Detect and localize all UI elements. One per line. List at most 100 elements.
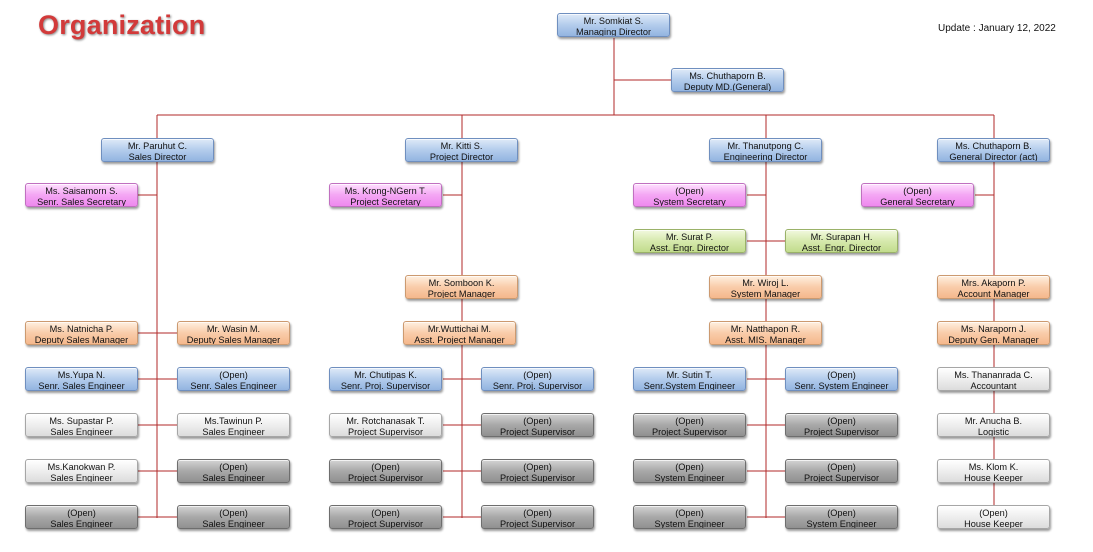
box-project-supervisor-4[interactable]: (Open)Project Supervisor bbox=[481, 459, 594, 483]
box-asst-project-manager[interactable]: Mr.Wuttichai M.Asst. Project Manager bbox=[403, 321, 516, 345]
box-sales-engineer-4[interactable]: (Open)Sales Engineer bbox=[177, 459, 290, 483]
person-name: (Open) bbox=[219, 462, 248, 472]
person-name: Mrs. Akaporn P. bbox=[961, 278, 1026, 288]
box-asst-engr-director-2[interactable]: Mr. Surapan H.Asst. Engr. Director bbox=[785, 229, 898, 253]
box-general-secretary[interactable]: (Open)General Secretary bbox=[861, 183, 974, 207]
person-name: Mr. Thanutpong C. bbox=[727, 141, 804, 151]
box-deputy-sales-manager-2[interactable]: Mr. Wasin M.Deputy Sales Manager bbox=[177, 321, 290, 345]
position-title: Sales Engineer bbox=[202, 518, 265, 529]
position-title: Account Manager bbox=[957, 288, 1030, 299]
position-title: Sales Engineer bbox=[50, 472, 113, 483]
box-sales-engineer-3[interactable]: Ms.Kanokwan P.Sales Engineer bbox=[25, 459, 138, 483]
person-name: Ms. Chuthaporn B. bbox=[689, 71, 766, 81]
box-senr-proj-supervisor-2[interactable]: (Open)Senr. Proj. Supervisor bbox=[481, 367, 594, 391]
person-name: Ms. Saisamorn S. bbox=[45, 186, 118, 196]
box-account-manager[interactable]: Mrs. Akaporn P.Account Manager bbox=[937, 275, 1050, 299]
box-project-supervisor-1[interactable]: Mr. Rotchanasak T.Project Supervisor bbox=[329, 413, 442, 437]
box-sales-engineer-2[interactable]: Ms.Tawinun P.Sales Engineer bbox=[177, 413, 290, 437]
box-system-engineer-3[interactable]: (Open)System Engineer bbox=[785, 505, 898, 529]
box-system-manager[interactable]: Mr. Wiroj L.System Manager bbox=[709, 275, 822, 299]
box-project-manager[interactable]: Mr. Somboon K.Project Manager bbox=[405, 275, 518, 299]
update-date: Update : January 12, 2022 bbox=[938, 23, 1056, 34]
box-logistic[interactable]: Mr. Anucha B.Logistic bbox=[937, 413, 1050, 437]
position-title: Asst. MIS. Manager bbox=[725, 334, 806, 345]
person-name: Ms. Chuthaporn B. bbox=[955, 141, 1032, 151]
position-title: Deputy Gen. Manager bbox=[948, 334, 1039, 345]
person-name: Ms. Naraporn J. bbox=[960, 324, 1027, 334]
box-project-director[interactable]: Mr. Kitti S.Project Director bbox=[405, 138, 518, 162]
box-general-director[interactable]: Ms. Chuthaporn B.General Director (act) bbox=[937, 138, 1050, 162]
box-eng-project-supervisor-2[interactable]: (Open)Project Supervisor bbox=[785, 413, 898, 437]
person-name: Mr.Wuttichai M. bbox=[427, 324, 492, 334]
box-sales-secretary[interactable]: Ms. Saisamorn S.Senr. Sales Secretary bbox=[25, 183, 138, 207]
box-senr-system-engineer-2[interactable]: (Open)Senr. System Engineer bbox=[785, 367, 898, 391]
position-title: Project Secretary bbox=[350, 196, 421, 207]
box-sales-engineer-5[interactable]: (Open)Sales Engineer bbox=[25, 505, 138, 529]
person-name: Ms. Klom K. bbox=[968, 462, 1019, 472]
box-project-supervisor-5[interactable]: (Open)Project Supervisor bbox=[329, 505, 442, 529]
position-title: Asst. Project Manager bbox=[414, 334, 505, 345]
position-title: Logistic bbox=[977, 426, 1010, 437]
position-title: System Manager bbox=[730, 288, 801, 299]
position-title: General Director (act) bbox=[949, 151, 1038, 162]
box-system-secretary[interactable]: (Open)System Secretary bbox=[633, 183, 746, 207]
person-name: Mr. Paruhut C. bbox=[127, 141, 188, 151]
position-title: Project Manager bbox=[427, 288, 496, 299]
box-deputy-gen-manager[interactable]: Ms. Naraporn J.Deputy Gen. Manager bbox=[937, 321, 1050, 345]
person-name: Ms. Natnicha P. bbox=[49, 324, 114, 334]
person-name: Mr. Surat P. bbox=[665, 232, 714, 242]
person-name: Ms.Kanokwan P. bbox=[47, 462, 116, 472]
person-name: (Open) bbox=[67, 508, 96, 518]
box-asst-mis-manager[interactable]: Mr. Natthapon R.Asst. MIS. Manager bbox=[709, 321, 822, 345]
position-title: Deputy Sales Manager bbox=[34, 334, 129, 345]
position-title: Accountant bbox=[970, 380, 1017, 391]
box-house-keeper-1[interactable]: Ms. Klom K.House Keeper bbox=[937, 459, 1050, 483]
person-name: (Open) bbox=[827, 462, 856, 472]
box-senr-proj-supervisor-1[interactable]: Mr. Chutipas K.Senr. Proj. Supervisor bbox=[329, 367, 442, 391]
person-name: Mr. Wiroj L. bbox=[742, 278, 789, 288]
position-title: Senr. Sales Engineer bbox=[38, 380, 125, 391]
position-title: Sales Director bbox=[128, 151, 187, 162]
box-house-keeper-2[interactable]: (Open)House Keeper bbox=[937, 505, 1050, 529]
position-title: Project Director bbox=[429, 151, 494, 162]
box-project-secretary[interactable]: Ms. Krong-NGern T.Project Secretary bbox=[329, 183, 442, 207]
person-name: Mr. Somkiat S. bbox=[583, 16, 644, 26]
box-senr-system-engineer-1[interactable]: Mr. Sutin T.Senr.System Engineer bbox=[633, 367, 746, 391]
box-sales-engineer-6[interactable]: (Open)Sales Engineer bbox=[177, 505, 290, 529]
position-title: Project Supervisor bbox=[651, 426, 728, 437]
box-accountant[interactable]: Ms. Thananrada C.Accountant bbox=[937, 367, 1050, 391]
box-project-supervisor-6[interactable]: (Open)Project Supervisor bbox=[481, 505, 594, 529]
person-name: Ms.Tawinun P. bbox=[204, 416, 263, 426]
box-deputy-sales-manager-1[interactable]: Ms. Natnicha P.Deputy Sales Manager bbox=[25, 321, 138, 345]
box-deputy-md[interactable]: Ms. Chuthaporn B.Deputy MD.(General) bbox=[671, 68, 784, 92]
position-title: System Engineer bbox=[806, 518, 877, 529]
box-engineering-director[interactable]: Mr. Thanutpong C.Engineering Director bbox=[709, 138, 822, 162]
person-name: (Open) bbox=[827, 370, 856, 380]
box-senr-sales-engineer-2[interactable]: (Open)Senr. Sales Engineer bbox=[177, 367, 290, 391]
person-name: (Open) bbox=[523, 370, 552, 380]
box-project-supervisor-3[interactable]: (Open)Project Supervisor bbox=[329, 459, 442, 483]
box-system-engineer-1[interactable]: (Open)System Engineer bbox=[633, 459, 746, 483]
person-name: (Open) bbox=[979, 508, 1008, 518]
box-sales-director[interactable]: Mr. Paruhut C.Sales Director bbox=[101, 138, 214, 162]
box-managing-director[interactable]: Mr. Somkiat S.Managing Director bbox=[557, 13, 670, 37]
person-name: Mr. Sutin T. bbox=[666, 370, 713, 380]
position-title: Senr. Sales Secretary bbox=[37, 196, 126, 207]
position-title: Managing Director bbox=[575, 26, 652, 37]
person-name: (Open) bbox=[827, 416, 856, 426]
box-sales-engineer-1[interactable]: Ms. Supastar P.Sales Engineer bbox=[25, 413, 138, 437]
person-name: Mr. Somboon K. bbox=[428, 278, 495, 288]
box-eng-project-supervisor-3[interactable]: (Open)Project Supervisor bbox=[785, 459, 898, 483]
box-eng-project-supervisor-1[interactable]: (Open)Project Supervisor bbox=[633, 413, 746, 437]
box-system-engineer-2[interactable]: (Open)System Engineer bbox=[633, 505, 746, 529]
person-name: Ms.Yupa N. bbox=[57, 370, 106, 380]
box-senr-sales-engineer-1[interactable]: Ms.Yupa N.Senr. Sales Engineer bbox=[25, 367, 138, 391]
person-name: Mr. Chutipas K. bbox=[354, 370, 417, 380]
box-asst-engr-director-1[interactable]: Mr. Surat P.Asst. Engr. Director bbox=[633, 229, 746, 253]
position-title: Project Supervisor bbox=[499, 472, 576, 483]
person-name: (Open) bbox=[371, 508, 400, 518]
box-project-supervisor-2[interactable]: (Open)Project Supervisor bbox=[481, 413, 594, 437]
position-title: Asst. Engr. Director bbox=[801, 242, 882, 253]
position-title: Asst. Engr. Director bbox=[649, 242, 730, 253]
person-name: Ms. Thananrada C. bbox=[954, 370, 1033, 380]
